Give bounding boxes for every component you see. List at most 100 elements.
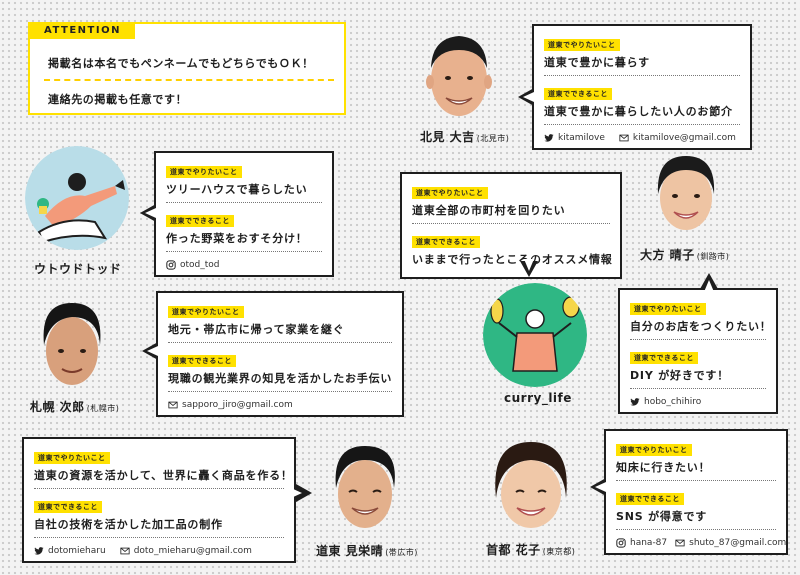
attention-box: ATTENTION 掲載名は本名でもペンネームでもどちらでもＯＫ！ 連絡先の掲載… — [28, 22, 346, 115]
person-city: (東京都) — [542, 547, 576, 556]
bubble-tail-inner — [523, 92, 534, 102]
person-name: 大方 晴子 — [640, 248, 695, 262]
want-label: 道東でやりたいこと — [166, 166, 242, 178]
mail-icon — [168, 401, 178, 409]
email-contact[interactable]: doto_mieharu@gmail.com — [120, 546, 252, 556]
person-name: 北見 大吉 — [420, 130, 475, 144]
name-sapporo: 札幌 次郎(札幌市) — [30, 398, 119, 415]
attention-divider — [44, 79, 334, 81]
email-address: kitamilove@gmail.com — [632, 133, 736, 143]
instagram-contact[interactable]: hana-87 — [616, 538, 667, 548]
attention-line-2: 連絡先の掲載も任意です！ — [48, 93, 188, 106]
contacts: kitamilove kitamilove@gmail.com — [544, 130, 740, 148]
card-curry: 道東でやりたいこと 道東全部の市町村を回りたい 道東でできること いままで行った… — [400, 172, 622, 279]
person-name: 首都 花子 — [486, 543, 541, 557]
card-ookata: 道東でやりたいこと 自分のお店をつくりたい！ 道東でできること DIY が好きで… — [618, 288, 778, 414]
want-value: 道東で豊かに暮らす — [544, 51, 740, 76]
name-kitami: 北見 大吉(北見市) — [420, 128, 509, 145]
want-value: 地元・帯広市に帰って家業を継ぐ — [168, 318, 392, 343]
card-shuto: 道東でやりたいこと 知床に行きたい！ 道東でできること SNS が得意です ha… — [604, 429, 788, 555]
name-shuto: 首都 花子(東京都) — [486, 541, 575, 558]
twitter-icon — [544, 134, 554, 142]
name-ookata: 大方 晴子(釧路市) — [640, 246, 729, 263]
can-value: DIY が好きです！ — [630, 364, 766, 389]
can-value: 作った野菜をおすそ分け！ — [166, 227, 322, 252]
email-contact[interactable]: shuto_87@gmail.com — [675, 538, 786, 548]
email-contact[interactable]: sapporo_jiro@gmail.com — [168, 400, 293, 410]
can-label: 道東でできること — [168, 355, 236, 367]
instagram-handle: hana-87 — [630, 538, 668, 548]
email-address: doto_mieharu@gmail.com — [133, 546, 252, 556]
attention-label: ATTENTION — [28, 22, 135, 39]
instagram-icon — [166, 260, 176, 270]
email-address: shuto_87@gmail.com — [689, 538, 787, 548]
can-value: 自社の技術を活かした加工品の制作 — [34, 513, 284, 538]
want-value: 道東の資源を活かして、世界に轟く商品を作る！ — [34, 464, 292, 489]
can-value: 道東で豊かに暮らしたい人のお節介 — [544, 100, 740, 125]
contacts: sapporo_jiro@gmail.com — [168, 397, 392, 415]
can-value: 現職の観光業界の知見を活かしたお手伝い — [168, 367, 392, 392]
instagram-contact[interactable]: otod_tod — [166, 260, 220, 270]
person-city: (札幌市) — [86, 404, 120, 413]
bubble-tail-inner — [704, 280, 714, 292]
doto-photo — [335, 446, 395, 528]
want-label: 道東でやりたいこと — [34, 452, 110, 464]
utoudo-illustration — [25, 146, 129, 250]
mail-icon — [619, 134, 629, 142]
person-city: (帯広市) — [385, 548, 418, 557]
person-city: (北見市) — [476, 134, 510, 143]
twitter-handle: hobo_chihiro — [644, 397, 702, 407]
bubble-tail-inner — [595, 482, 606, 492]
card-doto: 道東でやりたいこと 道東の資源を活かして、世界に轟く商品を作る！ 道東でできるこ… — [22, 437, 296, 563]
person-name: 道東 見栄晴 — [316, 544, 384, 558]
want-value: 道東全部の市町村を回りたい — [412, 199, 610, 224]
twitter-icon — [630, 398, 640, 406]
contacts: otod_tod — [166, 257, 322, 275]
name-curry: curry_life — [504, 391, 572, 405]
can-label: 道東でできること — [544, 88, 612, 100]
contacts: hana-87 shuto_87@gmail.com — [616, 535, 786, 553]
shuto-photo — [495, 442, 567, 528]
card-kitami: 道東でやりたいこと 道東で豊かに暮らす 道東でできること 道東で豊かに暮らしたい… — [532, 24, 752, 150]
want-value: 自分のお店をつくりたい！ — [630, 315, 771, 340]
kitami-photo — [426, 36, 492, 116]
can-label: 道東でできること — [34, 501, 102, 513]
mail-icon — [675, 539, 685, 547]
bubble-tail-inner — [147, 346, 158, 356]
contacts: dotomieharu doto_mieharu@gmail.com — [34, 543, 284, 561]
card-sapporo: 道東でやりたいこと 地元・帯広市に帰って家業を継ぐ 道東でできること 現職の観光… — [156, 291, 404, 417]
can-label: 道東でできること — [630, 352, 698, 364]
can-value: いままで行ったところのオススメ情報 — [412, 253, 613, 266]
twitter-contact[interactable]: kitamilove — [544, 133, 605, 143]
bubble-tail-inner — [145, 208, 156, 218]
person-name: 札幌 次郎 — [30, 400, 85, 414]
twitter-icon — [34, 547, 44, 555]
name-doto: 道東 見栄晴(帯広市) — [316, 542, 418, 559]
name-utoudo: ウトウドトッド — [34, 260, 122, 277]
person-name: ウトウドトッド — [34, 262, 122, 276]
curry-illustration — [483, 283, 587, 387]
want-label: 道東でやりたいこと — [544, 39, 620, 51]
person-city: (釧路市) — [696, 252, 730, 261]
bubble-tail-inner — [524, 259, 534, 271]
twitter-handle: dotomieharu — [48, 546, 106, 556]
ookata-photo — [657, 156, 715, 230]
can-label: 道東でできること — [616, 493, 684, 505]
email-contact[interactable]: kitamilove@gmail.com — [619, 133, 736, 143]
want-label: 道東でやりたいこと — [630, 303, 706, 315]
instagram-handle: otod_tod — [180, 260, 220, 270]
email-address: sapporo_jiro@gmail.com — [182, 400, 293, 410]
want-value: 知床に行きたい！ — [616, 456, 776, 481]
want-label: 道東でやりたいこと — [168, 306, 244, 318]
attention-line-1: 掲載名は本名でもペンネームでもどちらでもＯＫ！ — [48, 57, 314, 70]
twitter-contact[interactable]: dotomieharu — [34, 546, 106, 556]
contacts: hobo_chihiro — [630, 394, 766, 412]
bubble-tail-inner — [291, 488, 302, 498]
want-value: ツリーハウスで暮らしたい — [166, 178, 322, 203]
want-label: 道東でやりたいこと — [412, 187, 488, 199]
person-name: curry_life — [504, 391, 572, 405]
mail-icon — [120, 547, 130, 555]
twitter-contact[interactable]: hobo_chihiro — [630, 397, 701, 407]
can-label: 道東でできること — [166, 215, 234, 227]
instagram-icon — [616, 538, 626, 548]
